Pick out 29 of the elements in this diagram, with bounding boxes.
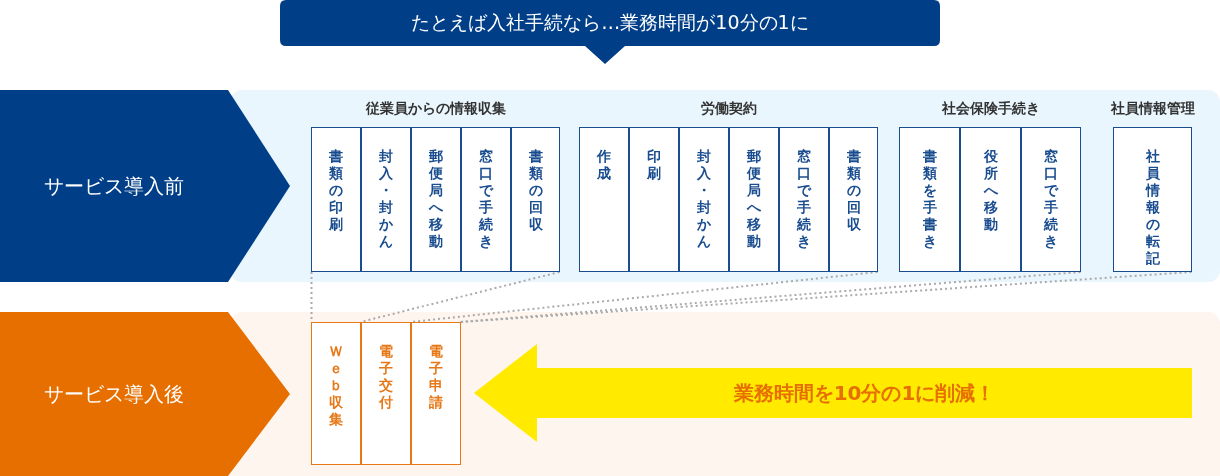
task-box: 封入・封かん	[361, 127, 411, 272]
task-box: Ｗｅｂ収集	[311, 322, 361, 465]
leader-line	[459, 271, 1082, 323]
task-box: 書類を手書き	[899, 127, 960, 272]
task-box: 書類の回収	[829, 127, 878, 272]
task-box: 郵便局へ移動	[729, 127, 779, 272]
stage-label-band: サービス導入後	[0, 312, 290, 476]
stage-label-band: サービス導入前	[0, 90, 290, 282]
heading-banner: たとえば入社手続なら…業務時間が10分の1に	[280, 0, 940, 64]
task-box: 書類の回収	[511, 127, 560, 272]
leader-line	[359, 271, 561, 323]
task-box: 電子交付	[361, 322, 411, 465]
task-box: 印刷	[629, 127, 679, 272]
group-heading: 労働契約	[700, 100, 758, 118]
task-box: 作成	[579, 127, 629, 272]
task-box: 書類の印刷	[311, 127, 361, 272]
group-heading: 社会保険手続き	[940, 100, 1041, 118]
task-box: 社員情報の転記	[1113, 127, 1192, 272]
task-box: 電子申請	[411, 322, 461, 465]
task-box: 窓口で手続き	[1021, 127, 1081, 272]
task-box: 窓口で手続き	[779, 127, 829, 272]
leader-line	[459, 271, 1193, 323]
task-box: 役所へ移動	[960, 127, 1021, 272]
group-heading: 社員情報管理	[1110, 100, 1196, 118]
arrow-banner: 業務時間を10分の1に削減！	[474, 344, 1192, 442]
task-box: 封入・封かん	[679, 127, 729, 272]
task-box: 窓口で手続き	[461, 127, 511, 272]
group-heading: 従業員からの情報収集	[365, 100, 507, 118]
task-box: 郵便局へ移動	[411, 127, 461, 272]
